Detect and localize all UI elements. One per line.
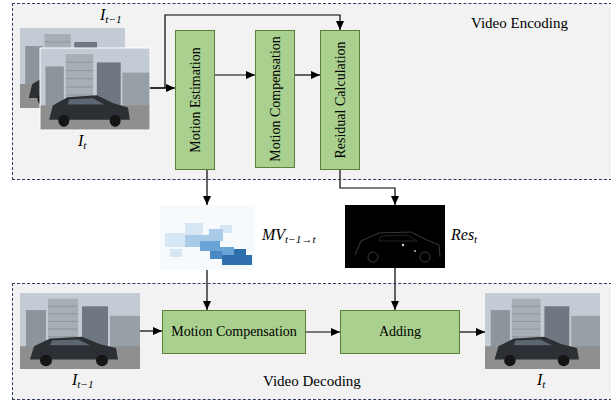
input-frames: It−1It [20, 28, 150, 130]
encoding-region: Video EncodingIt−1ItMotion EstimationMot… [12, 3, 611, 180]
reference-frame: It−1 [20, 293, 140, 369]
connector-arrow [215, 74, 255, 75]
connector-arrow [306, 331, 340, 332]
motion-vector-image [160, 205, 255, 270]
frame-label: It [78, 131, 86, 151]
process-box: Residual Calculation [320, 30, 360, 170]
frame-label: It−1 [72, 370, 94, 390]
connector-arrow [340, 170, 395, 205]
frame-label: It [537, 370, 545, 390]
region-ground [12, 3, 611, 180]
region-ground [12, 283, 611, 400]
frame-label: It−1 [100, 5, 122, 25]
process-label: Adding [375, 324, 425, 340]
residual-image [345, 205, 445, 268]
process-label: Residual Calculation [333, 36, 348, 164]
process-box: Motion Compensation [255, 30, 295, 168]
process-label: Motion Estimation [188, 36, 203, 164]
region-label: Video Encoding [471, 14, 568, 32]
math-label: MVt−1→t [262, 225, 316, 245]
process-box: Adding [340, 310, 460, 354]
connector-arrow [140, 330, 162, 331]
connector-arrow [206, 170, 207, 205]
connector-arrow [206, 270, 207, 310]
frame-image [485, 293, 600, 369]
math-label: Rest [451, 225, 477, 245]
region-label: Video Decoding [263, 372, 361, 390]
connector-arrow [460, 331, 485, 332]
reconstructed-frame: It [485, 293, 600, 369]
frame-edge [40, 48, 150, 130]
process-box: Motion Compensation [162, 310, 306, 354]
connector-arrow [295, 74, 320, 75]
process-label: Motion Compensation [167, 324, 301, 340]
connector-arrow [394, 268, 395, 310]
residual-map: Rest [345, 205, 445, 268]
frame-image [40, 48, 150, 130]
motion-vector-map: MVt−1→t [160, 205, 255, 270]
frame-image [20, 293, 140, 369]
process-label: Motion Compensation [268, 36, 283, 162]
process-box: Motion Estimation [175, 30, 215, 170]
decoding-region: Video Decoding It−1 Motion Compensation Add… [12, 283, 611, 400]
